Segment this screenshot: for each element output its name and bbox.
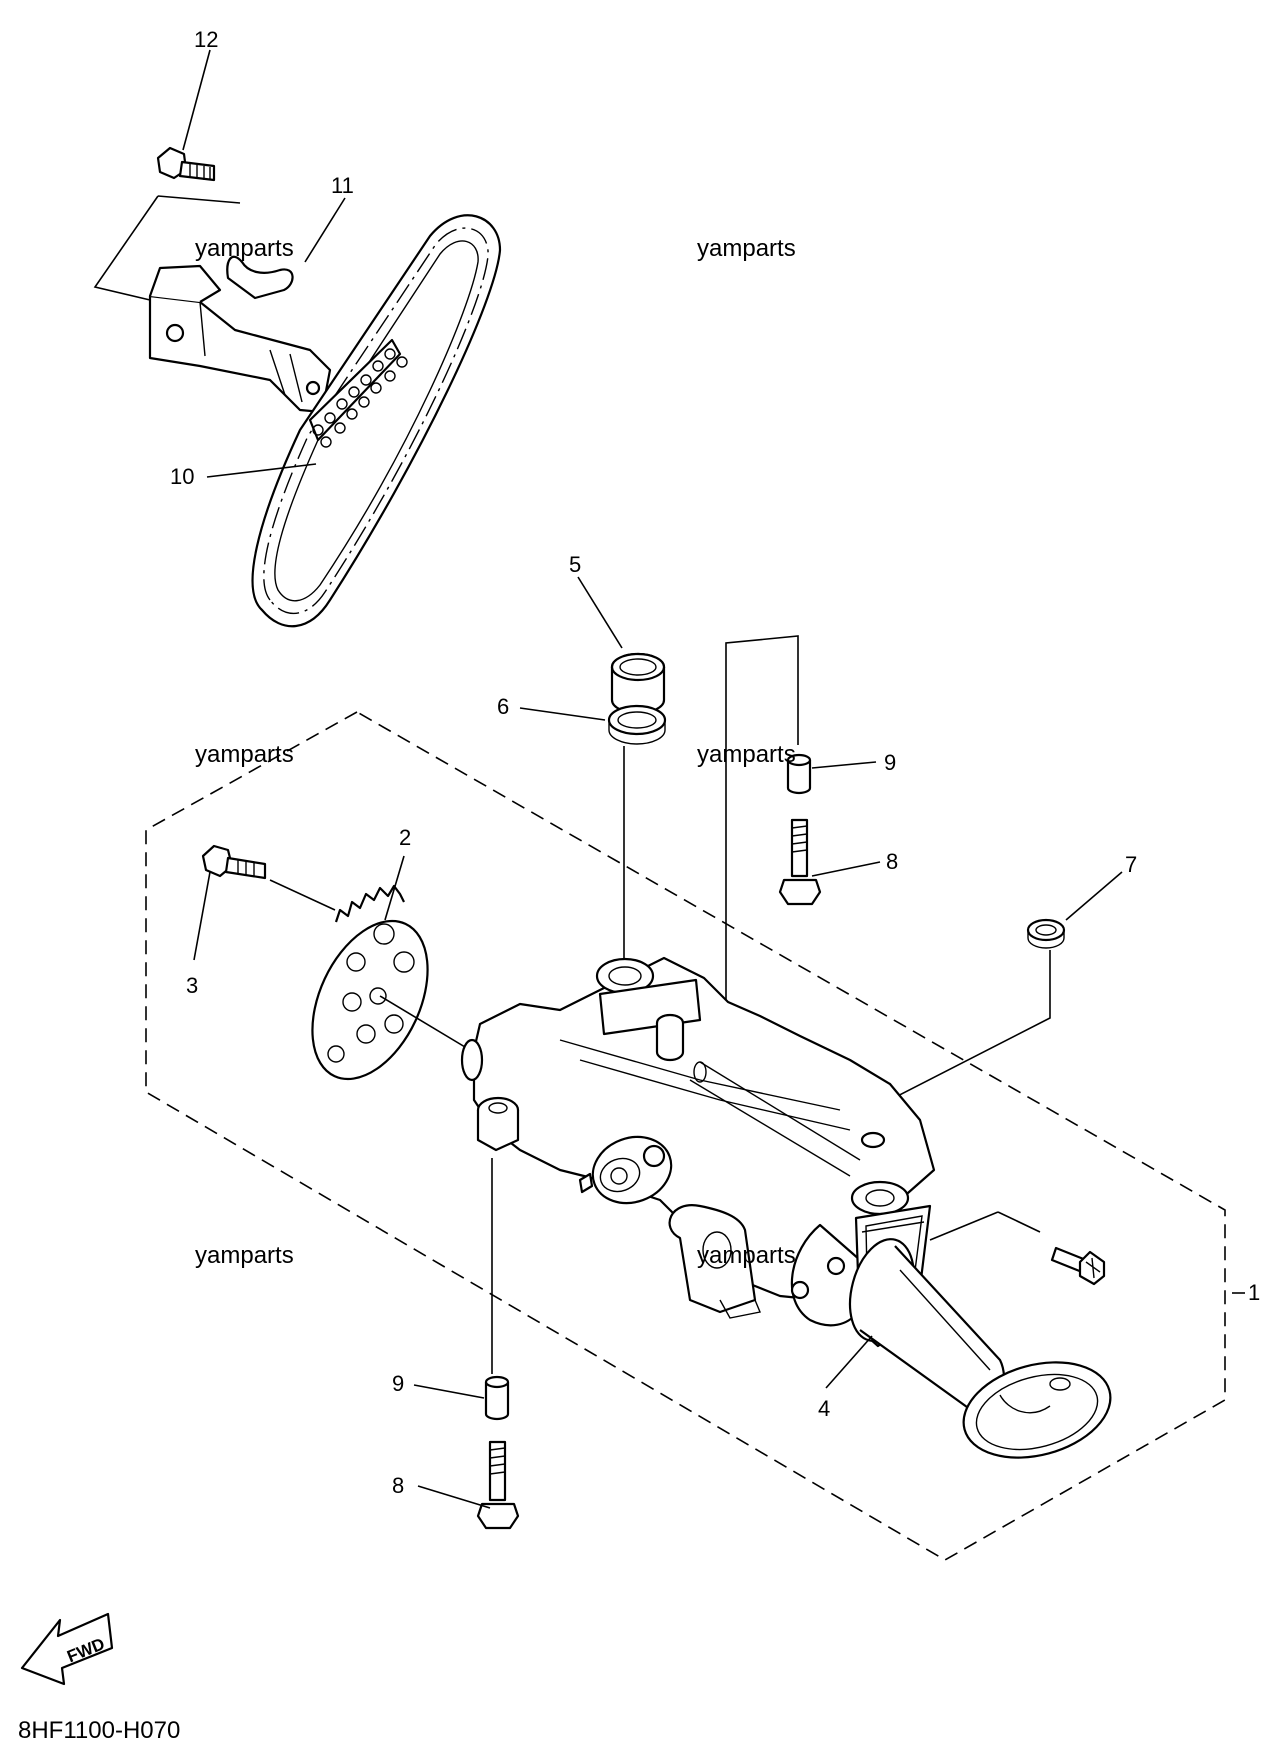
callout-9-upper: 9	[884, 750, 896, 775]
oil-strainer	[848, 1204, 1112, 1459]
callout-12: 12	[194, 27, 218, 52]
callout-11: 11	[331, 173, 354, 198]
watermark: yamparts	[195, 741, 294, 768]
callout-6: 6	[497, 694, 509, 719]
dowel-pin-9-lower	[484, 1375, 510, 1421]
chain-guide-11	[148, 255, 332, 414]
watermark: yamparts	[697, 1242, 796, 1269]
bolt-8-upper	[778, 818, 822, 906]
o-ring-6	[607, 704, 667, 745]
watermark: yamparts	[697, 235, 796, 262]
driven-gear-2	[311, 884, 476, 1081]
callout-8-lower: 8	[392, 1473, 404, 1498]
callout-1: 1	[1248, 1280, 1260, 1305]
fwd-arrow-icon: FWD	[20, 1612, 114, 1686]
strainer-screw	[1050, 1246, 1106, 1286]
chain-links	[308, 338, 408, 448]
o-ring-7	[1026, 918, 1066, 949]
callout-2: 2	[399, 825, 411, 850]
callout-9-lower: 9	[392, 1371, 404, 1396]
watermarks: yamparts yamparts yamparts yamparts yamp…	[195, 235, 796, 1269]
bolt-12	[156, 146, 216, 182]
timing-chain-10	[251, 214, 502, 628]
callout-labels: 12 11 10 5 6 9 8 7 2 3 1 4 9 8	[170, 27, 1260, 1498]
collar-5	[610, 652, 666, 715]
dowel-pin-9-upper	[786, 753, 812, 795]
callout-7: 7	[1125, 852, 1137, 877]
watermark: yamparts	[195, 1242, 294, 1269]
callout-10: 10	[170, 464, 194, 489]
watermark: yamparts	[195, 235, 294, 262]
oil-pump-assembly-boundary	[145, 711, 1245, 1561]
leader-lines	[182, 49, 1123, 1509]
callout-5: 5	[569, 552, 581, 577]
callout-8-upper: 8	[886, 849, 898, 874]
diagram-code: 8HF1100-H070	[18, 1717, 180, 1744]
callout-4: 4	[818, 1396, 830, 1421]
callout-3: 3	[186, 973, 198, 998]
bolt-3	[201, 844, 267, 880]
bolt-8-lower	[476, 1440, 520, 1530]
watermark: yamparts	[697, 741, 796, 768]
gasket-4	[861, 1221, 925, 1233]
